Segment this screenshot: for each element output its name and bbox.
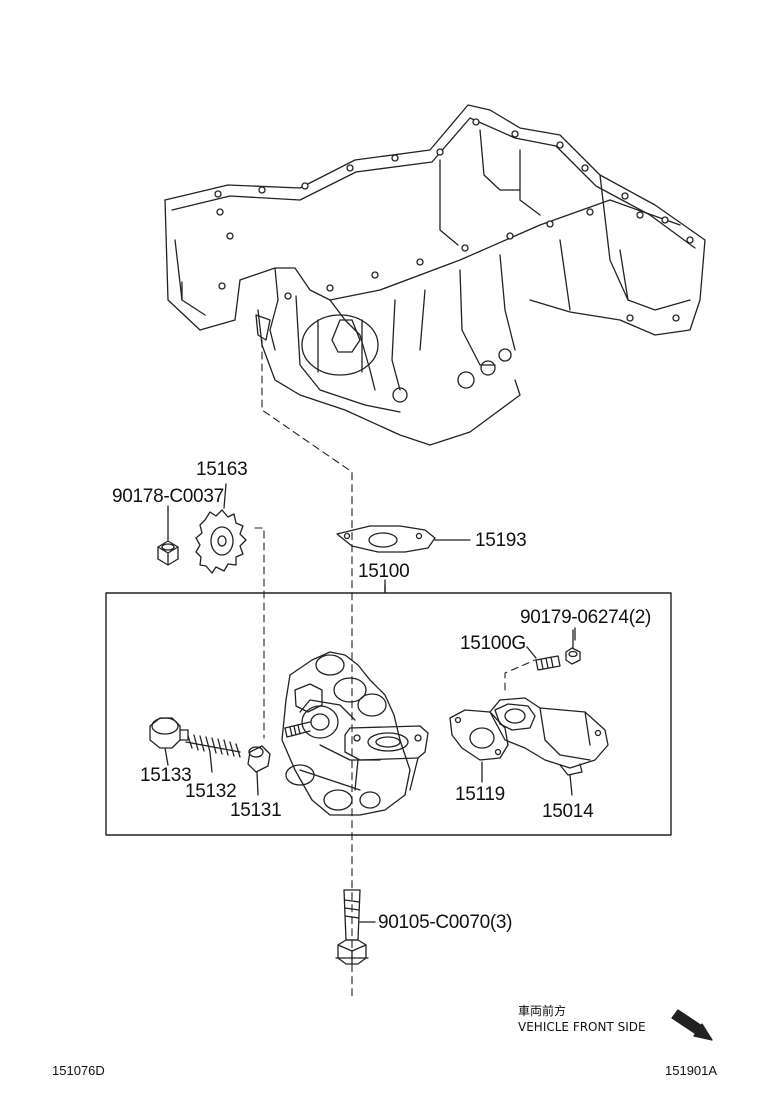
label-15163: 15163 bbox=[196, 459, 248, 480]
vehicle-front-english: VEHICLE FRONT SIDE bbox=[518, 1020, 646, 1034]
label-15133: 15133 bbox=[140, 765, 192, 786]
label-15119: 15119 bbox=[455, 784, 505, 805]
spring-15132 bbox=[185, 734, 241, 773]
label-15014: 15014 bbox=[542, 801, 594, 822]
leader-lines bbox=[384, 579, 576, 641]
oil-pan-housing bbox=[164, 104, 706, 446]
gasket-15119 bbox=[449, 709, 509, 783]
label-15100G: 15100G bbox=[460, 633, 526, 654]
sprocket-15163 bbox=[195, 483, 247, 574]
label-90178-C0037: 90178-C0037 bbox=[112, 486, 224, 507]
illustration-code-right: 151901A bbox=[665, 1063, 718, 1078]
oil-pump-body bbox=[281, 651, 429, 816]
label-15100: 15100 bbox=[358, 561, 410, 582]
relief-valve-15131 bbox=[247, 745, 271, 796]
label-15193: 15193 bbox=[475, 530, 527, 551]
alignment-lines bbox=[254, 339, 536, 1001]
vehicle-front-arrow-icon bbox=[671, 1009, 713, 1041]
label-90179-06274: 90179-06274(2) bbox=[520, 607, 652, 628]
stud-15100G bbox=[526, 646, 561, 671]
illustration-code-left: 151076D bbox=[52, 1063, 105, 1078]
gasket-15193 bbox=[336, 525, 471, 553]
vehicle-front-japanese: 車両前方 bbox=[518, 1004, 567, 1018]
nut-90178 bbox=[157, 505, 179, 566]
nut-90179 bbox=[565, 629, 581, 665]
label-15131: 15131 bbox=[230, 800, 282, 821]
plug-15133 bbox=[149, 717, 189, 766]
strainer-15014 bbox=[489, 697, 609, 796]
label-90105-C0070: 90105-C0070(3) bbox=[378, 912, 513, 933]
label-15132: 15132 bbox=[185, 781, 237, 802]
bolt-90105 bbox=[335, 889, 376, 965]
